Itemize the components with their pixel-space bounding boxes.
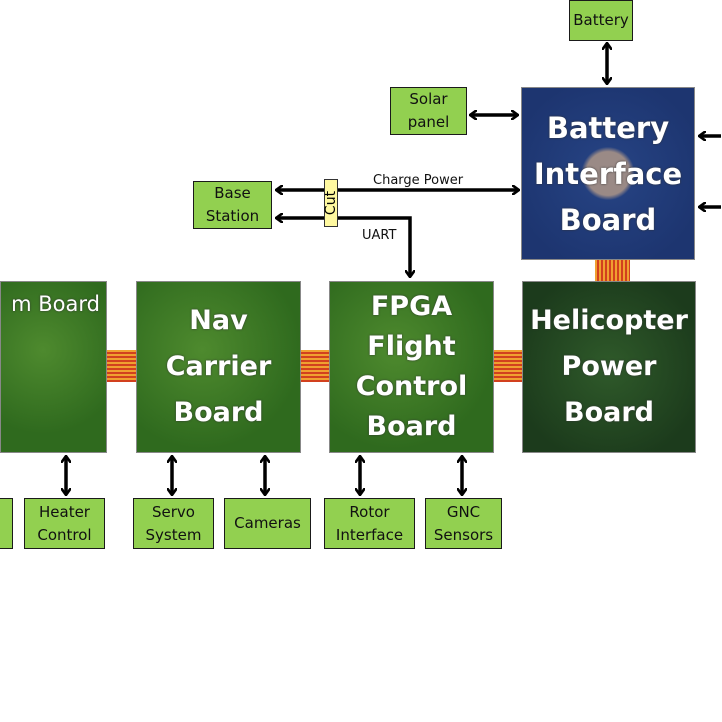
comm-board: m Board	[0, 281, 107, 453]
flex-cable-fpga-power	[494, 350, 523, 382]
base-station-box: Base Station	[193, 181, 272, 229]
uart-label: UART	[362, 228, 397, 243]
gnc-sensors-box: GNC Sensors	[425, 498, 502, 549]
helicopter-power-board: Helicopter Power Board	[522, 281, 696, 453]
charge-power-label: Charge Power	[373, 173, 464, 188]
nav-carrier-board: Nav Carrier Board	[136, 281, 301, 453]
battery-box: Battery	[569, 0, 633, 41]
battery-interface-board: Battery Interface Board	[521, 87, 695, 260]
flex-cable-comm-nav	[107, 350, 136, 382]
servo-system-box: Servo System	[133, 498, 214, 549]
fpga-flight-control-board: FPGA Flight Control Board	[329, 281, 494, 453]
flex-cable-nav-fpga	[301, 350, 330, 382]
partial-box-left	[0, 498, 13, 549]
arrow-uart	[277, 218, 410, 276]
cut-marker: Cut	[323, 179, 340, 227]
rotor-interface-box: Rotor Interface	[324, 498, 415, 549]
flex-cable-bib-power	[595, 258, 630, 282]
heater-control-box: Heater Control	[24, 498, 105, 549]
cut-label: Cut	[323, 190, 340, 216]
solar-panel-box: Solar panel	[390, 87, 467, 135]
cameras-box: Cameras	[224, 498, 311, 549]
